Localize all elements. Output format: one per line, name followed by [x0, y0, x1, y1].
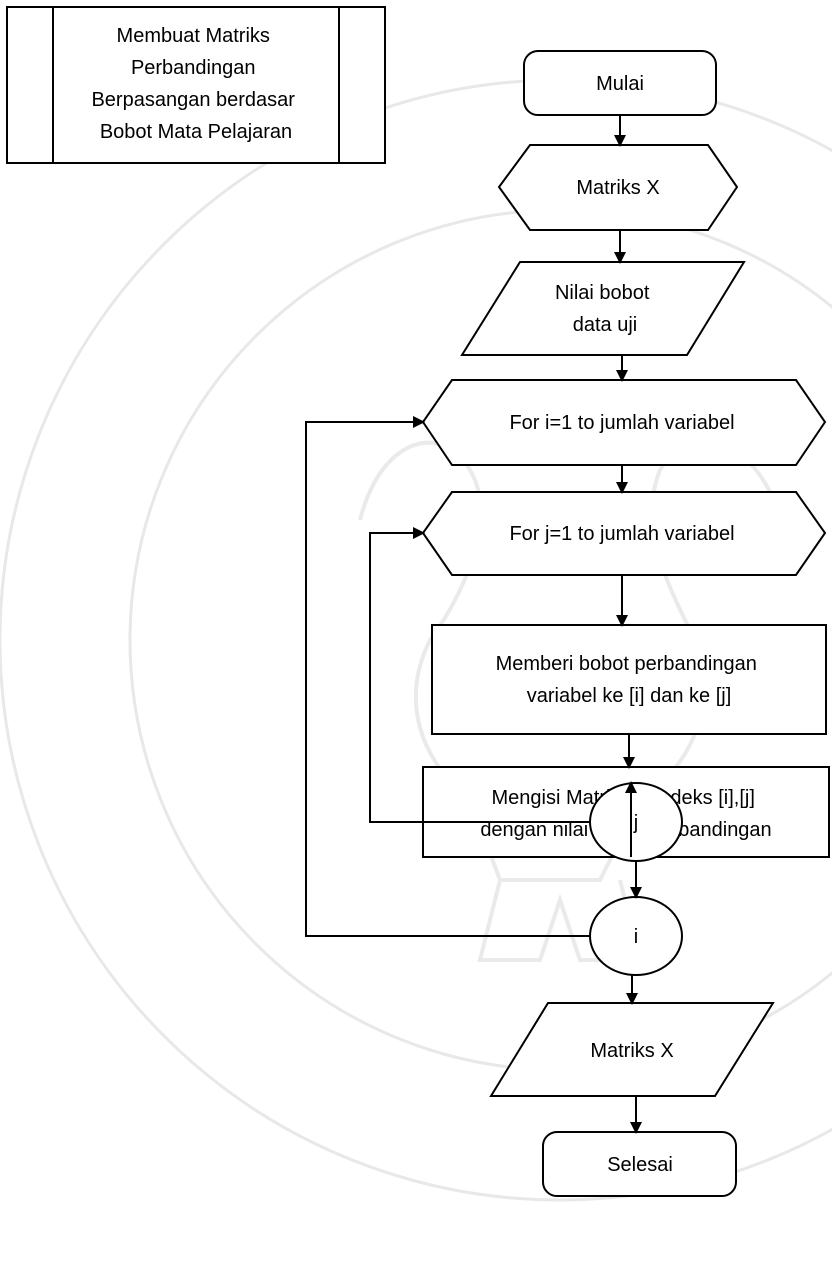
- start-label: Mulai: [596, 73, 644, 95]
- output-matrix-x: Matriks X: [489, 1002, 775, 1097]
- flow-arrows: [305, 115, 642, 1134]
- title-line: Membuat Matriks: [117, 25, 270, 47]
- loop-back-j-arrow: [369, 527, 590, 823]
- connector-i: i: [589, 896, 683, 976]
- predefined-process-title: Membuat Matriks Perbandingan Berpasangan…: [6, 6, 386, 164]
- process-assign-weight: Memberi bobot perbandingan variabel ke […: [431, 624, 827, 735]
- title-line: Bobot Mata Pelajaran: [100, 121, 292, 143]
- connector-j-label: j: [633, 812, 638, 834]
- loop-i-label: For i=1 to jumlah variabel: [509, 412, 734, 434]
- connector-i-label: i: [634, 926, 638, 948]
- output-label: Matriks X: [590, 1040, 673, 1062]
- preparation-label: Matriks X: [576, 177, 659, 199]
- loop-j-hexagon: For j=1 to jumlah variabel: [421, 491, 827, 576]
- connector-j: j: [589, 782, 683, 862]
- title-line: Berpasangan berdasar: [91, 89, 295, 111]
- preparation-matrix-x: Matriks X: [497, 144, 739, 231]
- start-terminator: Mulai: [523, 50, 717, 116]
- process-assign-label: Memberi bobot perbandingan variabel ke […: [496, 653, 763, 707]
- end-label: Selesai: [607, 1154, 673, 1176]
- title-line: Perbandingan: [131, 57, 256, 79]
- title-text: Membuat Matriks Perbandingan Berpasangan…: [91, 25, 300, 143]
- end-terminator: Selesai: [542, 1131, 737, 1197]
- loop-back-i-arrow: [305, 416, 590, 937]
- loop-j-label: For j=1 to jumlah variabel: [509, 523, 734, 545]
- loop-i-hexagon: For i=1 to jumlah variabel: [421, 379, 827, 466]
- input-weight-data: Nilai bobot data uji: [460, 261, 746, 356]
- input-label: Nilai bobot data uji: [555, 282, 655, 336]
